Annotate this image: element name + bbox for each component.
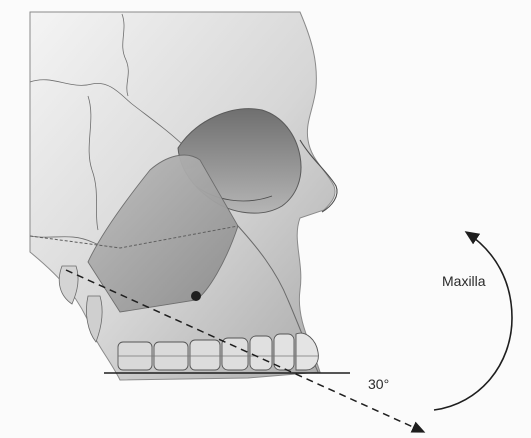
- skull-illustration: [30, 12, 337, 380]
- curved-rotation-arrow-icon: [434, 232, 512, 410]
- tooth: [190, 340, 220, 370]
- landmark-point: [191, 291, 201, 301]
- tooth: [222, 338, 248, 370]
- maxilla-label: Maxilla: [442, 273, 486, 289]
- tooth: [250, 336, 272, 370]
- incisor: [296, 333, 318, 370]
- angle-label: 30°: [368, 376, 389, 392]
- tooth: [274, 334, 294, 370]
